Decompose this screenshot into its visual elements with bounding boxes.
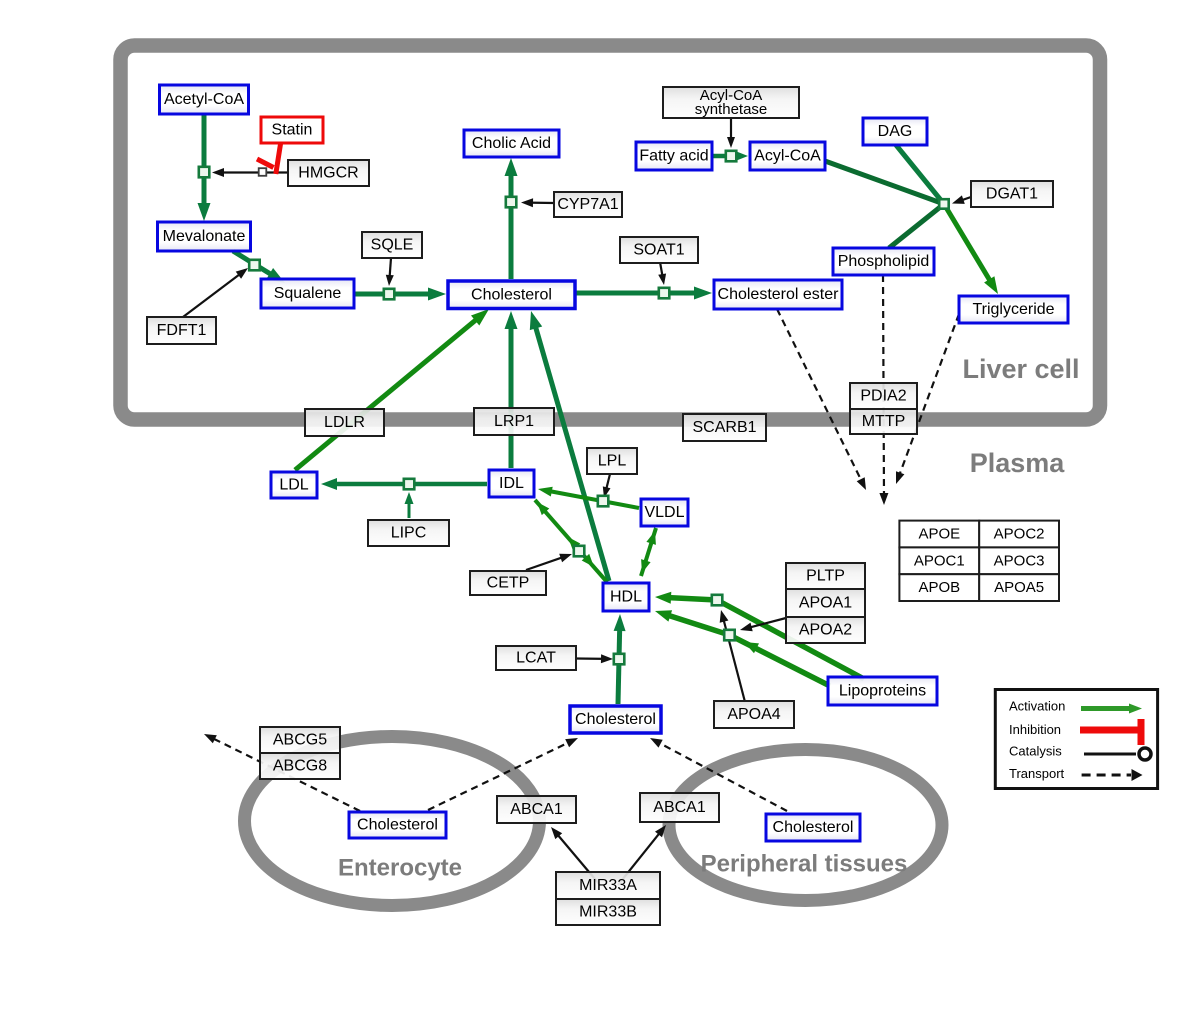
svg-text:PLTP: PLTP xyxy=(806,568,845,585)
svg-text:SOAT1: SOAT1 xyxy=(633,242,684,259)
svg-text:APOB: APOB xyxy=(918,579,960,596)
svg-text:CETP: CETP xyxy=(487,575,530,592)
svg-text:Catalysis: Catalysis xyxy=(1009,744,1062,759)
svg-text:APOA2: APOA2 xyxy=(799,622,852,639)
svg-text:HMGCR: HMGCR xyxy=(298,165,358,182)
svg-text:Phospholipid: Phospholipid xyxy=(838,253,930,270)
svg-text:Inhibition: Inhibition xyxy=(1009,722,1061,737)
svg-text:synthetase: synthetase xyxy=(695,101,768,118)
svg-text:Cholesterol: Cholesterol xyxy=(773,819,854,836)
svg-text:VLDL: VLDL xyxy=(644,504,684,521)
svg-text:APOA1: APOA1 xyxy=(799,595,852,612)
svg-text:Acyl-CoA: Acyl-CoA xyxy=(754,148,821,165)
svg-text:LCAT: LCAT xyxy=(516,650,556,667)
svg-text:Mevalonate: Mevalonate xyxy=(163,228,246,245)
svg-text:Transport: Transport xyxy=(1009,766,1065,781)
svg-text:APOA5: APOA5 xyxy=(994,579,1044,596)
svg-text:APOA4: APOA4 xyxy=(727,706,780,723)
svg-text:ABCA1: ABCA1 xyxy=(653,799,706,816)
svg-text:IDL: IDL xyxy=(499,475,524,492)
svg-text:SQLE: SQLE xyxy=(371,237,414,254)
svg-text:Cholesterol: Cholesterol xyxy=(357,817,438,834)
svg-text:Peripheral tissues: Peripheral tissues xyxy=(701,851,908,878)
svg-text:Liver cell: Liver cell xyxy=(962,354,1079,384)
svg-text:Triglyceride: Triglyceride xyxy=(972,301,1054,318)
svg-text:MTTP: MTTP xyxy=(862,413,906,430)
svg-text:Fatty acid: Fatty acid xyxy=(639,148,708,165)
svg-text:LDLR: LDLR xyxy=(324,414,365,431)
svg-text:Acetyl-CoA: Acetyl-CoA xyxy=(164,91,244,108)
svg-text:APOE: APOE xyxy=(918,526,960,543)
svg-text:LPL: LPL xyxy=(598,453,627,470)
svg-text:Activation: Activation xyxy=(1009,699,1065,714)
svg-text:LIPC: LIPC xyxy=(391,525,427,542)
svg-text:Enterocyte: Enterocyte xyxy=(338,855,462,882)
svg-text:Plasma: Plasma xyxy=(970,448,1066,478)
svg-text:Statin: Statin xyxy=(272,122,313,139)
svg-text:LRP1: LRP1 xyxy=(494,413,534,430)
svg-text:Cholesterol: Cholesterol xyxy=(575,711,656,728)
svg-text:Lipoproteins: Lipoproteins xyxy=(839,683,926,700)
svg-text:DGAT1: DGAT1 xyxy=(986,186,1038,203)
svg-text:LDL: LDL xyxy=(279,477,308,494)
svg-text:FDFT1: FDFT1 xyxy=(157,322,207,339)
svg-text:Squalene: Squalene xyxy=(274,285,342,302)
svg-text:CYP7A1: CYP7A1 xyxy=(557,196,618,213)
svg-text:APOC3: APOC3 xyxy=(994,552,1045,569)
svg-text:PDIA2: PDIA2 xyxy=(860,388,906,405)
svg-text:APOC1: APOC1 xyxy=(914,552,965,569)
svg-text:MIR33B: MIR33B xyxy=(579,904,637,921)
svg-text:ABCG5: ABCG5 xyxy=(273,732,327,749)
svg-text:Cholic Acid: Cholic Acid xyxy=(472,135,551,152)
svg-text:DAG: DAG xyxy=(878,123,913,140)
svg-text:ABCG8: ABCG8 xyxy=(273,758,327,775)
svg-text:ABCA1: ABCA1 xyxy=(510,801,563,818)
svg-text:Cholesterol ester: Cholesterol ester xyxy=(718,286,840,303)
svg-text:HDL: HDL xyxy=(610,589,642,606)
svg-text:Cholesterol: Cholesterol xyxy=(471,286,552,303)
svg-text:APOC2: APOC2 xyxy=(994,526,1045,543)
svg-text:SCARB1: SCARB1 xyxy=(692,419,756,436)
svg-text:MIR33A: MIR33A xyxy=(579,877,637,894)
